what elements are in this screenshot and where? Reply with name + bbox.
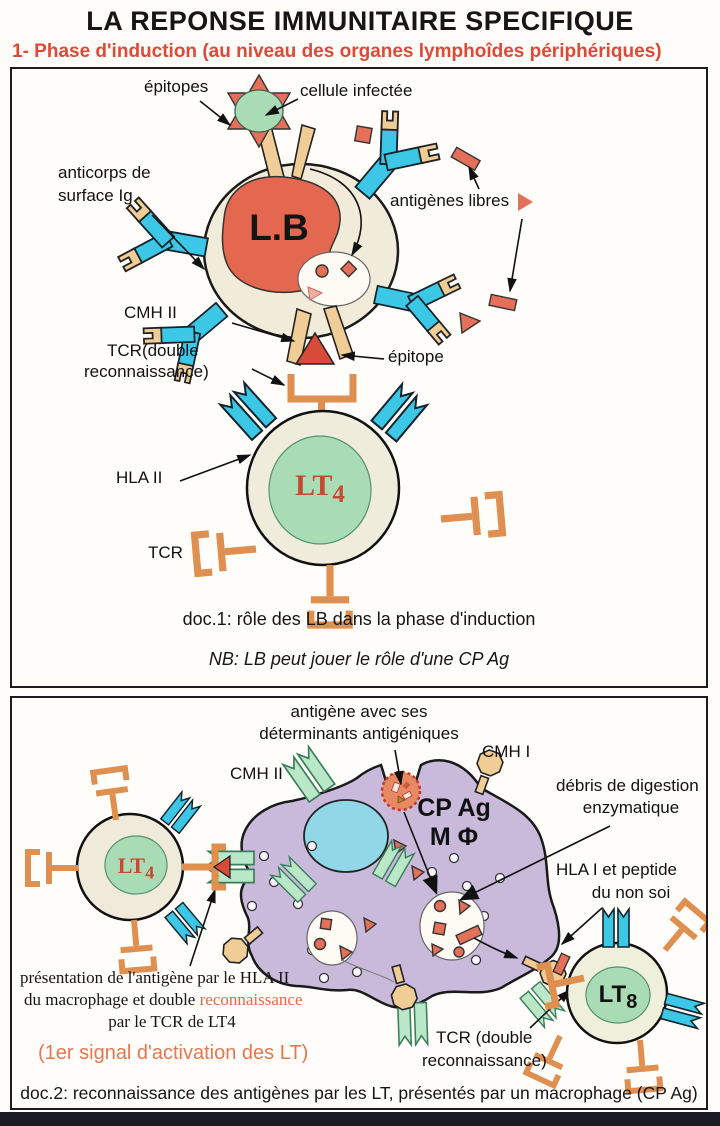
doc2-diagram bbox=[12, 745, 706, 1108]
presentation-label-l3: par le TCR de LT4 bbox=[108, 1012, 236, 1031]
lt4-text: LT bbox=[117, 853, 146, 878]
tcr-label-l2: reconnaissance) bbox=[422, 1051, 547, 1070]
lt8-cell bbox=[526, 901, 706, 1091]
lt8-text: LT bbox=[598, 981, 627, 1008]
free-antigen-icons bbox=[353, 125, 518, 335]
epitope-label: épitope bbox=[388, 347, 444, 366]
cmh2-label: CMH II bbox=[124, 303, 177, 322]
lb-vesicle bbox=[297, 251, 371, 307]
doc1-caption: doc.1: rôle des LB dans la phase d'induc… bbox=[182, 609, 536, 629]
cmh2-molecule-bottom bbox=[286, 305, 355, 367]
debris-label-l1: débris de digestion bbox=[556, 776, 699, 795]
hla2-label: HLA II bbox=[116, 468, 163, 487]
epitope-triangle bbox=[294, 331, 336, 365]
lt4-subscript: 4 bbox=[145, 862, 155, 883]
lt4-subscript: 4 bbox=[332, 481, 345, 508]
antigenes-libres-text: antigènes libres bbox=[390, 191, 510, 210]
tcr-double-label-l2: reconnaissance) bbox=[84, 362, 209, 381]
m-phi-label: M Φ bbox=[429, 823, 479, 851]
presentation-label-l2: du macrophage et double reconnaissance bbox=[24, 990, 303, 1010]
lt4-cell-core bbox=[268, 435, 372, 545]
doc1-diagram bbox=[115, 73, 523, 686]
anticorps-label-l1: anticorps de bbox=[58, 163, 151, 182]
antigen-triangle-icon bbox=[518, 192, 534, 211]
debris-label-l2: enzymatique bbox=[582, 798, 680, 817]
lb-cell-label: L.B bbox=[249, 207, 309, 248]
signal-label: (1er signal d'activation des LT) bbox=[38, 1042, 309, 1064]
bottom-edge-bar bbox=[0, 1112, 720, 1126]
lt4-cell-label: LT4 bbox=[270, 469, 370, 509]
lt4-text: LT bbox=[295, 469, 333, 502]
engulf-arrow bbox=[309, 168, 363, 257]
infected-cell-icon bbox=[226, 73, 292, 149]
presented-antigen-triangle bbox=[212, 854, 231, 880]
tcr-double-label-l1: TCR(double bbox=[107, 341, 199, 360]
tcr-label: TCR bbox=[148, 543, 183, 562]
hla1-peptide bbox=[552, 952, 571, 977]
lt8-cell-label: LT8 bbox=[585, 981, 651, 1014]
antigenes-libres-label: antigènes libres bbox=[390, 191, 534, 211]
anticorps-label-l2: surface Ig bbox=[58, 186, 133, 205]
doc2-caption: doc.2: reconnaissance des antigènes par … bbox=[20, 1083, 698, 1103]
cmh2-label: CMH II bbox=[230, 764, 283, 783]
vesicle-dots bbox=[246, 840, 506, 984]
page-subtitle: 1- Phase d'induction (au niveau des orga… bbox=[12, 41, 662, 62]
cellule-infectee-label: cellule infectée bbox=[300, 81, 413, 100]
antigene-label-l1: antigène avec ses bbox=[290, 702, 428, 721]
cp-ag-label: CP Ag bbox=[417, 794, 491, 822]
doc1-note: NB: LB peut jouer le rôle d'une CP Ag bbox=[208, 649, 510, 669]
phagosome-left bbox=[306, 910, 358, 966]
macrophage-nucleus bbox=[303, 799, 389, 873]
page-title: LA REPONSE IMMUNITAIRE SPECIFIQUE bbox=[86, 6, 634, 36]
presentation-l2-salmon: reconnaissance bbox=[199, 990, 303, 1009]
presentation-l2-black: du macrophage et double bbox=[24, 990, 200, 1009]
process-arrows bbox=[189, 749, 611, 1029]
cmh1-label: CMH I bbox=[482, 742, 531, 761]
epitopes-label: épitopes bbox=[144, 77, 209, 96]
hla1-label-l1: HLA I et peptide bbox=[556, 860, 677, 879]
lt4-cell-label: LT4 bbox=[104, 853, 168, 883]
hla1-label-l2: du non soi bbox=[591, 883, 671, 902]
phagosome-right bbox=[419, 891, 485, 961]
doc2-panel: antigène avec ses déterminants antigéniq… bbox=[10, 696, 708, 1110]
lt4-cell bbox=[28, 768, 231, 971]
lt8-subscript: 8 bbox=[626, 990, 638, 1013]
doc1-panel: épitopes cellule infectée anticorps de s… bbox=[10, 67, 708, 688]
tcr-label-l1: TCR (double bbox=[436, 1028, 533, 1047]
presentation-label-l1: présentation de l'antigène par le HLA II bbox=[20, 968, 290, 987]
annotation-arrows bbox=[151, 98, 523, 482]
antigene-label-l2: déterminants antigéniques bbox=[259, 724, 459, 743]
